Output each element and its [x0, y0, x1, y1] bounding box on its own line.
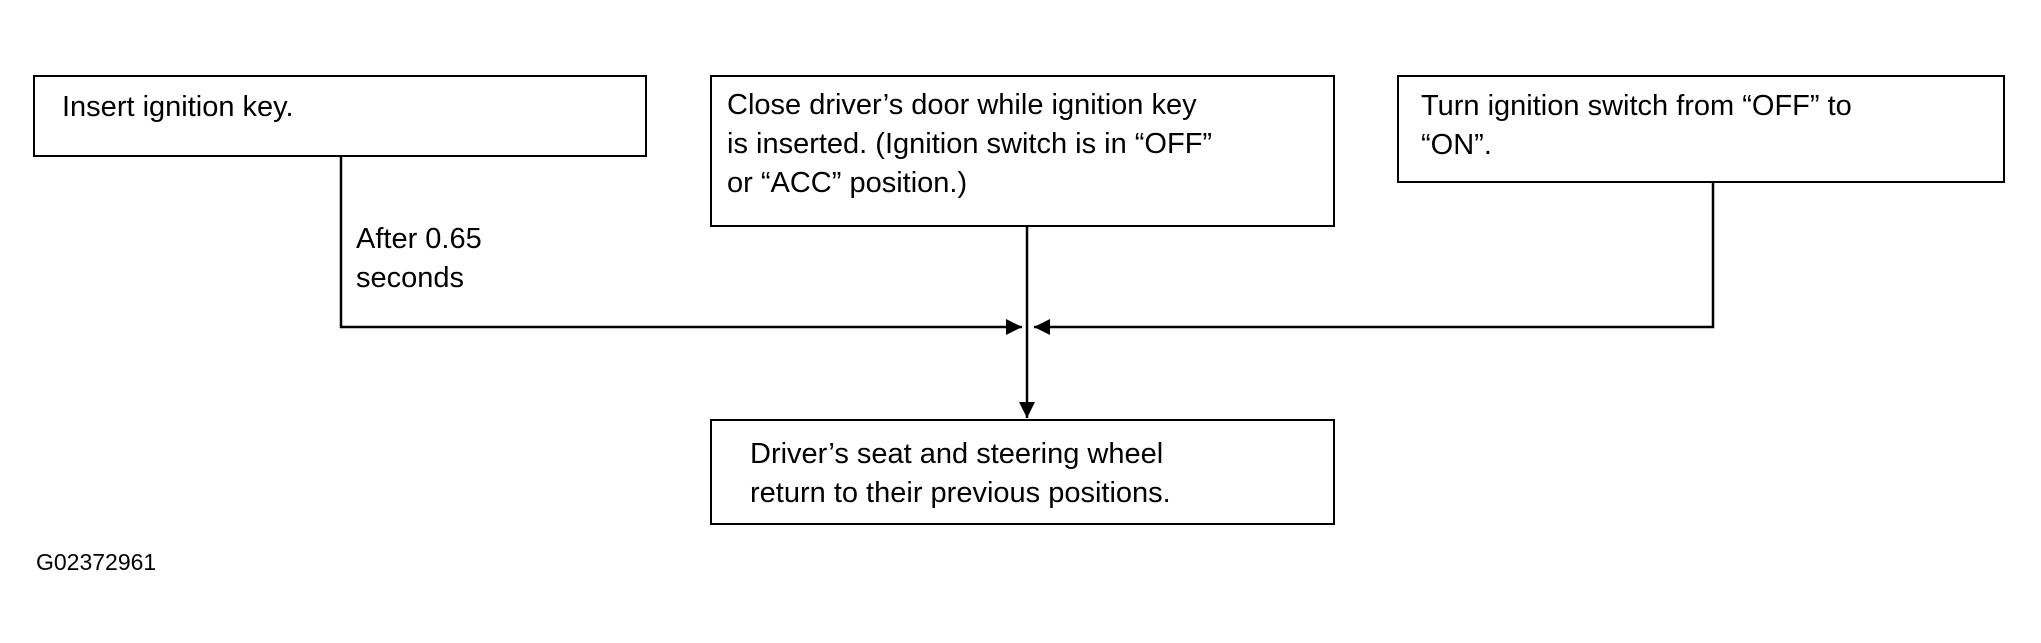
connector-turn-to-junction: [1034, 183, 1715, 335]
step-insert-ignition-key: Insert ignition key.: [33, 75, 647, 157]
result-seat-and-wheel-return: Driver’s seat and steering wheel return …: [710, 419, 1335, 525]
step-insert-ignition-key-text: Insert ignition key.: [62, 91, 294, 123]
step-turn-ignition-switch: Turn ignition switch from “OFF” to “ON”.: [1397, 75, 2005, 183]
result-seat-and-wheel-return-text: Driver’s seat and steering wheel return …: [750, 438, 1171, 509]
step-turn-ignition-switch-text: Turn ignition switch from “OFF” to “ON”.: [1421, 90, 1852, 161]
connector-insert-to-junction: [339, 157, 1022, 335]
step-close-drivers-door: Close driver’s door while ignition key i…: [710, 75, 1335, 227]
figure-id: G02372961: [36, 549, 157, 575]
step-close-drivers-door-text: Close driver’s door while ignition key i…: [727, 89, 1213, 199]
delay-edge-label: After 0.65 seconds: [356, 223, 482, 294]
